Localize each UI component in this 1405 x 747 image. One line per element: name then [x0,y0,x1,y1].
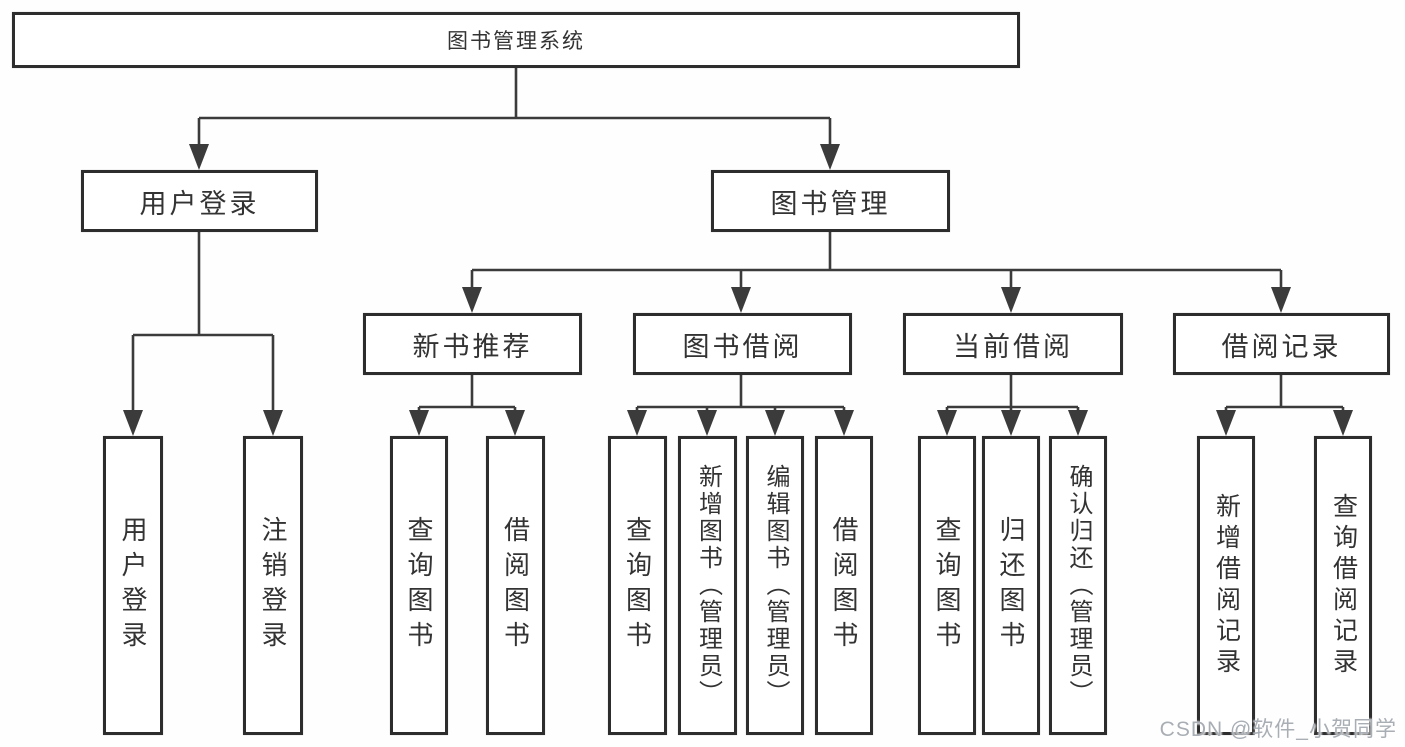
node-leaf-edit-book-admin: 编辑图书（管理员） [746,436,804,735]
arrow-down-icon [1333,410,1353,436]
node-label: 新增借阅记录 [1212,492,1241,679]
node-label: 编辑图书（管理员） [762,464,789,707]
node-root-system: 图书管理系统 [12,12,1020,68]
arrow-down-icon [834,410,854,436]
node-label: 图书借阅 [682,331,803,362]
node-book-borrow: 图书借阅 [633,313,852,375]
node-label: 新书推荐 [412,331,533,362]
node-label: 用户登录 [118,515,148,656]
arrow-down-icon [189,144,209,170]
node-leaf-borrow-book-1: 借阅图书 [486,436,545,735]
node-label: 归还图书 [996,515,1026,656]
node-label: 新增图书（管理员） [694,464,722,707]
node-label: 当前借阅 [953,331,1073,362]
arrow-down-icon [1271,287,1291,313]
arrow-down-icon [462,287,482,313]
csdn-watermark: CSDN @软件_小贺同学 [1159,718,1397,741]
arrow-down-icon [1001,410,1021,436]
node-leaf-user-login: 用户登录 [103,436,163,735]
node-label: 查询借阅记录 [1329,492,1358,679]
arrow-down-icon [731,287,751,313]
node-label: 图书管理 [770,188,891,219]
node-leaf-add-borrow-record: 新增借阅记录 [1197,436,1255,735]
node-leaf-logout: 注销登录 [243,436,303,735]
node-leaf-query-book-2: 查询图书 [608,436,667,735]
node-label: 借阅图书 [829,515,859,656]
node-label: 借阅记录 [1221,331,1342,362]
arrow-down-icon [1001,287,1021,313]
node-label: 图书管理系统 [447,30,585,53]
node-label: 注销登录 [258,515,288,656]
node-leaf-query-book-3: 查询图书 [918,436,976,735]
node-label: 确认归还（管理员） [1065,464,1092,707]
arrow-down-icon [697,410,717,436]
node-book-management: 图书管理 [711,170,950,232]
arrow-down-icon [820,144,840,170]
arrow-down-icon [409,410,429,436]
arrow-down-icon [937,410,957,436]
node-user-login: 用户登录 [81,170,318,232]
node-label: 查询图书 [932,515,962,656]
arrow-down-icon [263,410,283,436]
node-leaf-confirm-return-admin: 确认归还（管理员） [1049,436,1107,735]
arrow-down-icon [505,410,525,436]
node-leaf-borrow-book-2: 借阅图书 [815,436,873,735]
arrow-down-icon [123,410,143,436]
node-borrow-record: 借阅记录 [1173,313,1390,375]
node-label: 查询图书 [622,515,653,656]
node-leaf-query-borrow-record: 查询借阅记录 [1314,436,1372,735]
connector-segments [131,68,1345,416]
node-label: 借阅图书 [500,515,531,656]
arrow-down-icon [1216,410,1236,436]
arrow-down-icon [765,410,785,436]
node-current-borrow: 当前借阅 [903,313,1123,375]
arrowheads [123,144,1353,436]
node-label: 查询图书 [404,515,434,656]
node-leaf-return-book: 归还图书 [982,436,1040,735]
node-leaf-query-book-1: 查询图书 [390,436,448,735]
arrow-down-icon [1068,410,1088,436]
node-new-book-recommend: 新书推荐 [363,313,582,375]
node-leaf-add-book-admin: 新增图书（管理员） [678,436,737,735]
node-label: 用户登录 [139,188,260,219]
arrow-down-icon [627,410,647,436]
